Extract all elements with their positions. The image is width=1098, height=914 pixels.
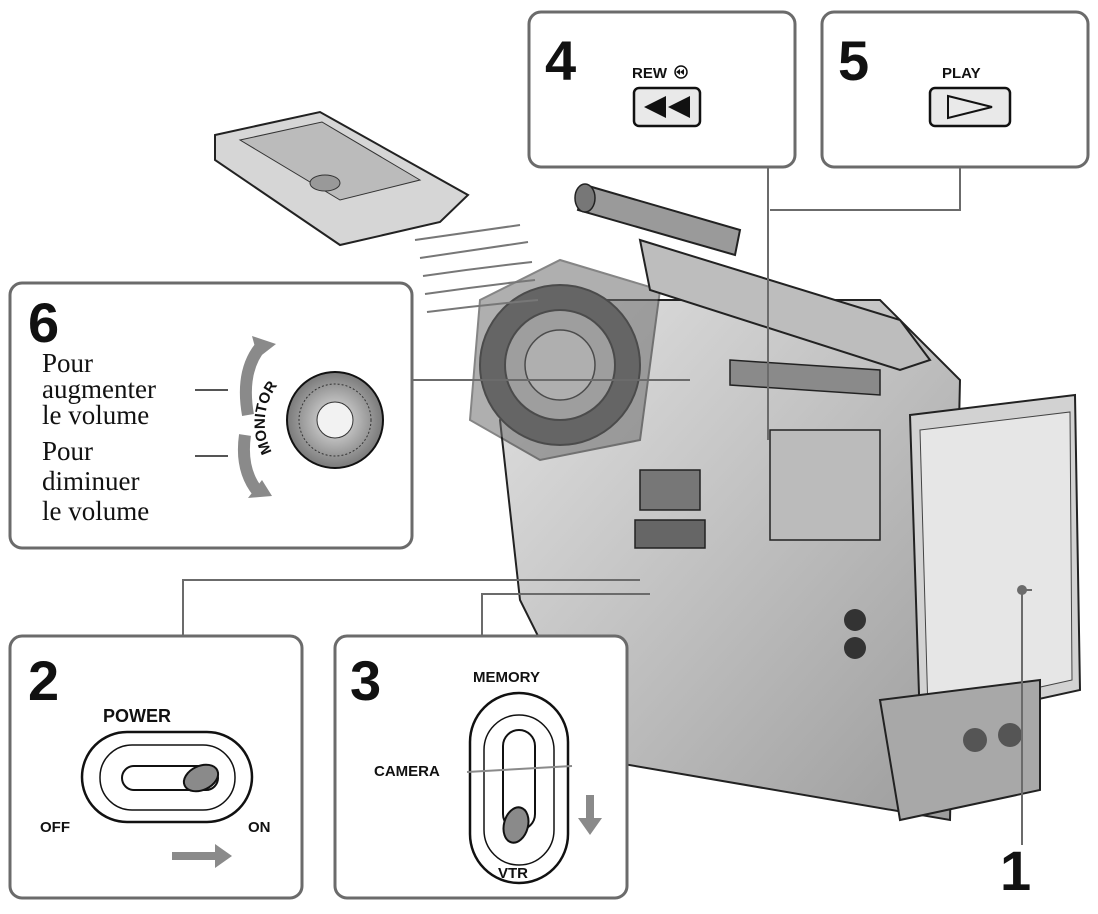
decrease-line-2: diminuer xyxy=(42,466,139,496)
step-number-3: 3 xyxy=(350,649,381,712)
step-number-2: 2 xyxy=(28,649,59,712)
power-switch-knob[interactable] xyxy=(180,760,223,797)
callout-5-panel: 5 PLAY xyxy=(820,10,1090,169)
step-number-6: 6 xyxy=(28,291,59,354)
slide-down-arrow-icon xyxy=(578,795,602,835)
power-label: POWER xyxy=(103,706,171,726)
callout-3-panel: 3 MEMORY CAMERA VTR xyxy=(333,634,629,900)
rew-button[interactable] xyxy=(632,86,702,128)
callout-connector-lines xyxy=(182,168,1032,845)
on-label: ON xyxy=(248,819,271,836)
vtr-label: VTR xyxy=(498,865,528,882)
step-number-5: 5 xyxy=(838,29,869,92)
play-label: PLAY xyxy=(942,65,981,82)
decrease-line-3: le volume xyxy=(42,496,149,526)
step-number-4: 4 xyxy=(545,29,576,92)
rewind-icon xyxy=(644,96,690,118)
volume-down-arrow-icon xyxy=(237,434,263,496)
increase-line-1: Pour xyxy=(42,348,93,378)
callout-6-panel: 6 Pour augmenter le volume Pour diminuer… xyxy=(8,281,414,550)
memory-label: MEMORY xyxy=(473,669,540,686)
infrared-signal-waves xyxy=(414,224,539,313)
remote-commander xyxy=(214,110,470,247)
rew-label: REW xyxy=(632,65,668,82)
rew-mini-icon xyxy=(674,65,688,79)
increase-line-3: le volume xyxy=(42,400,149,430)
slide-right-arrow-icon xyxy=(172,844,232,868)
increase-line-2: augmenter xyxy=(42,374,156,404)
decrease-line-1: Pour xyxy=(42,436,93,466)
camera-label: CAMERA xyxy=(374,763,440,780)
callout-4-panel: 4 REW xyxy=(527,10,797,169)
mode-switch-knob[interactable] xyxy=(500,805,532,846)
play-button[interactable] xyxy=(928,86,1012,128)
off-label: OFF xyxy=(40,819,70,836)
callout-1-target-dot xyxy=(1017,585,1027,595)
play-icon xyxy=(947,94,993,120)
callout-2-panel: 2 POWER OFF ON xyxy=(8,634,304,900)
step-number-1: 1 xyxy=(1000,839,1031,902)
